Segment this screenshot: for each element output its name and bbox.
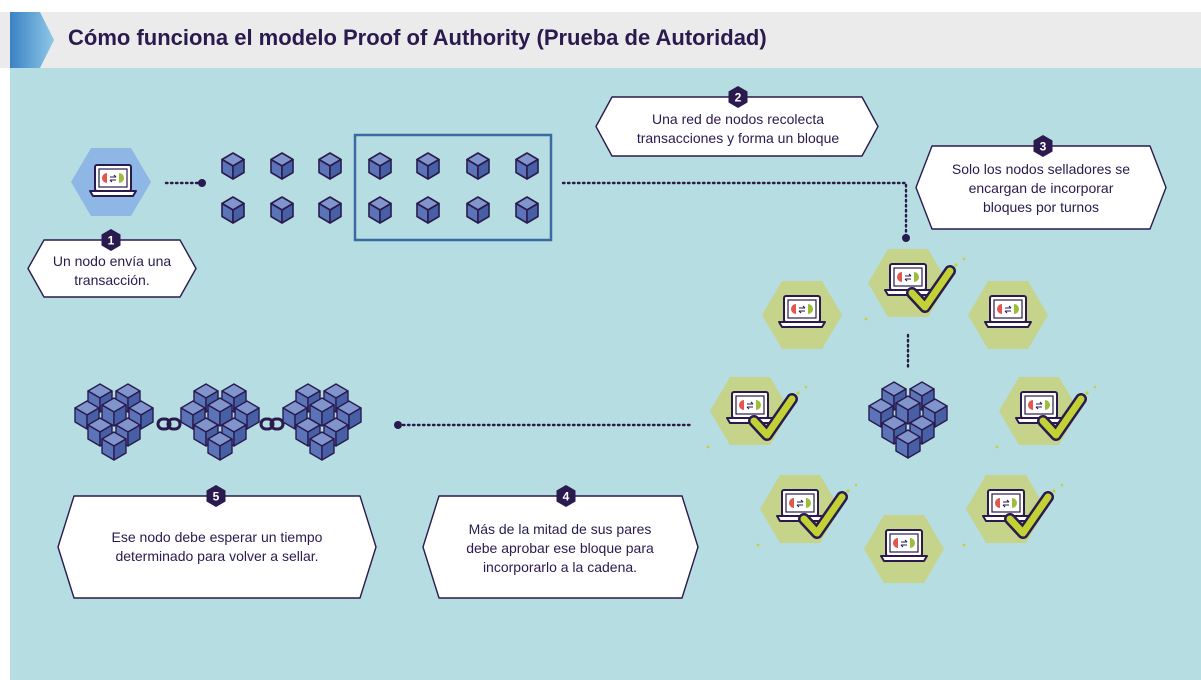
step-text-line: incorporarlo a la cadena. <box>483 559 637 575</box>
step-text-line: Una red de nodos recolecta <box>652 111 824 127</box>
step-text-line: Un nodo envía una <box>53 253 172 269</box>
sparkle-dot <box>1093 385 1097 389</box>
laptop-node-icon <box>880 529 928 562</box>
cube-icon <box>368 152 392 180</box>
step-number-badge <box>556 485 576 507</box>
step-text-line: Más de la mitad de sus pares <box>469 521 652 537</box>
callout-box <box>915 145 1167 230</box>
block-cluster-icon <box>869 382 947 458</box>
sparkle-dot <box>954 263 958 267</box>
cube-icon <box>466 152 490 180</box>
blockchain <box>75 384 361 460</box>
sealer-network <box>706 249 1097 583</box>
sparkle-dot <box>962 257 966 261</box>
sparkle-dot <box>1060 483 1064 487</box>
step-number-badge <box>728 86 748 108</box>
callout-box <box>27 239 197 298</box>
callout-box <box>57 495 377 599</box>
approved-sealer-node <box>756 475 858 547</box>
sealer-node <box>968 281 1048 349</box>
step-number: 5 <box>213 490 220 504</box>
cube-icon <box>368 196 392 224</box>
callout-box <box>595 96 879 157</box>
connector-dot <box>198 179 206 187</box>
step-text-line: bloques por turnos <box>983 199 1099 215</box>
connector-lines <box>164 179 910 429</box>
sparkle-dot <box>864 317 868 321</box>
chain-link-icon <box>156 417 182 431</box>
step-number: 3 <box>1040 140 1047 154</box>
connector-dot <box>394 421 402 429</box>
step-text-line: determinado para volver a sellar. <box>115 548 318 564</box>
step-text-line: debe aprobar ese bloque para <box>466 540 654 556</box>
title-bar: Cómo funciona el modelo Proof of Authori… <box>0 12 1201 68</box>
block-cluster-icon <box>181 384 259 460</box>
transaction-cubes <box>221 152 539 224</box>
sealer-node <box>762 281 842 349</box>
cube-icon <box>318 152 342 180</box>
sparkle-dot <box>796 391 800 395</box>
cube-icon <box>515 152 539 180</box>
step-text-line: encargan de incorporar <box>969 180 1114 196</box>
sealer-node <box>864 515 944 583</box>
step-number-badge <box>1033 135 1053 157</box>
laptop-node-icon <box>778 295 826 328</box>
cube-icon <box>221 196 245 224</box>
approved-sealer-node <box>962 475 1064 547</box>
dotted-connector <box>561 181 908 240</box>
step-number: 4 <box>563 490 570 504</box>
cube-icon <box>221 152 245 180</box>
approved-sealer-node <box>864 249 966 321</box>
step-number: 2 <box>735 91 742 105</box>
page-title: Cómo funciona el modelo Proof of Authori… <box>68 25 767 50</box>
callout-box <box>422 495 699 599</box>
step-number: 1 <box>108 234 115 248</box>
sparkle-dot <box>1085 391 1089 395</box>
cube-icon <box>318 196 342 224</box>
sparkle-dot <box>706 445 710 449</box>
cube-icon <box>270 196 294 224</box>
block-cluster-icon <box>75 384 153 460</box>
sparkle-dot <box>756 543 760 547</box>
connector-dot <box>902 234 910 242</box>
step-text-line: Solo los nodos selladores se <box>952 161 1130 177</box>
approved-sealer-node <box>995 377 1097 449</box>
cube-icon <box>270 152 294 180</box>
cube-icon <box>466 196 490 224</box>
cube-icon <box>416 152 440 180</box>
approved-sealer-node <box>706 377 808 449</box>
cube-icon <box>416 196 440 224</box>
sparkle-dot <box>846 489 850 493</box>
block-cluster-icon <box>283 384 361 460</box>
sparkle-dot <box>995 445 999 449</box>
sending-node <box>71 148 151 216</box>
sparkle-dot <box>1052 489 1056 493</box>
cube-icon <box>515 196 539 224</box>
sparkle-dot <box>804 385 808 389</box>
block-frame <box>353 133 553 242</box>
step-text-line: transacción. <box>74 272 149 288</box>
sparkle-dot <box>962 543 966 547</box>
chain-link-icon <box>259 417 285 431</box>
step-1-callout: 1 Un nodo envía una transacción. <box>27 229 197 298</box>
step-number-badge <box>206 485 226 507</box>
step-text-line: transacciones y forma un bloque <box>637 130 840 146</box>
laptop-node-icon <box>89 164 137 197</box>
laptop-node-icon <box>984 295 1032 328</box>
step-text-line: Ese nodo debe esperar un tiempo <box>112 529 323 545</box>
step-number-badge <box>101 229 121 251</box>
title-accent <box>10 12 54 68</box>
sparkle-dot <box>854 483 858 487</box>
